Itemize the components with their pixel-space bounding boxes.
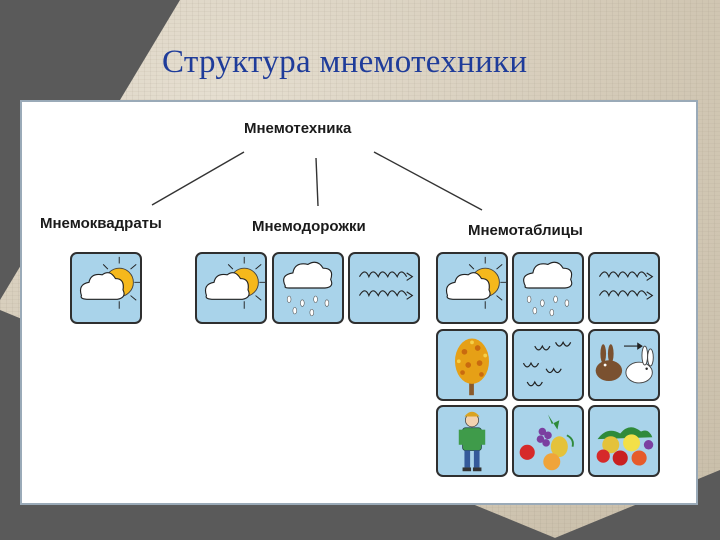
sun-cloud-icon — [445, 256, 506, 309]
connector-line-left — [151, 151, 245, 206]
tile-birds — [512, 329, 584, 401]
rain-cloud-icon — [523, 261, 573, 317]
connector-line-middle — [315, 157, 319, 207]
tile-fruits — [512, 405, 584, 477]
birds-icon — [522, 340, 572, 387]
rain-cloud-icon — [283, 261, 333, 317]
sun-cloud-icon — [79, 256, 140, 309]
tile-sun-cloud — [70, 252, 142, 324]
autumn-tree-icon — [455, 338, 489, 396]
connector-line-right — [373, 151, 483, 211]
branch-label-mnemotracks: Мнемодорожки — [252, 218, 366, 235]
branch-label-mnemotables: Мнемотаблицы — [468, 222, 583, 239]
tile-sun-cloud — [195, 252, 267, 324]
tile-sun-cloud — [436, 252, 508, 324]
fruit-basket-icon — [596, 427, 654, 466]
branch-label-mnemosquares: Мнемоквадраты — [40, 215, 162, 232]
tile-wind — [588, 252, 660, 324]
connector-lines — [151, 151, 483, 211]
diagram-panel: Мнемотехника Мнемоквадраты Мнемодорожки … — [20, 100, 698, 505]
tile-rain-cloud — [272, 252, 344, 324]
wind-icon — [358, 271, 414, 300]
tile-fruit-basket — [588, 405, 660, 477]
tile-child — [436, 405, 508, 477]
sun-cloud-icon — [204, 256, 265, 309]
wind-icon — [598, 271, 654, 300]
tile-rain-cloud — [512, 252, 584, 324]
hare-icon — [595, 342, 654, 384]
tile-hare — [588, 329, 660, 401]
tile-wind — [348, 252, 420, 324]
root-label: Мнемотехника — [244, 120, 352, 137]
slide-title: Структура мнемотехники — [162, 44, 528, 80]
tile-autumn-tree — [436, 329, 508, 401]
child-icon — [458, 411, 486, 472]
fruits-icon — [519, 414, 574, 471]
